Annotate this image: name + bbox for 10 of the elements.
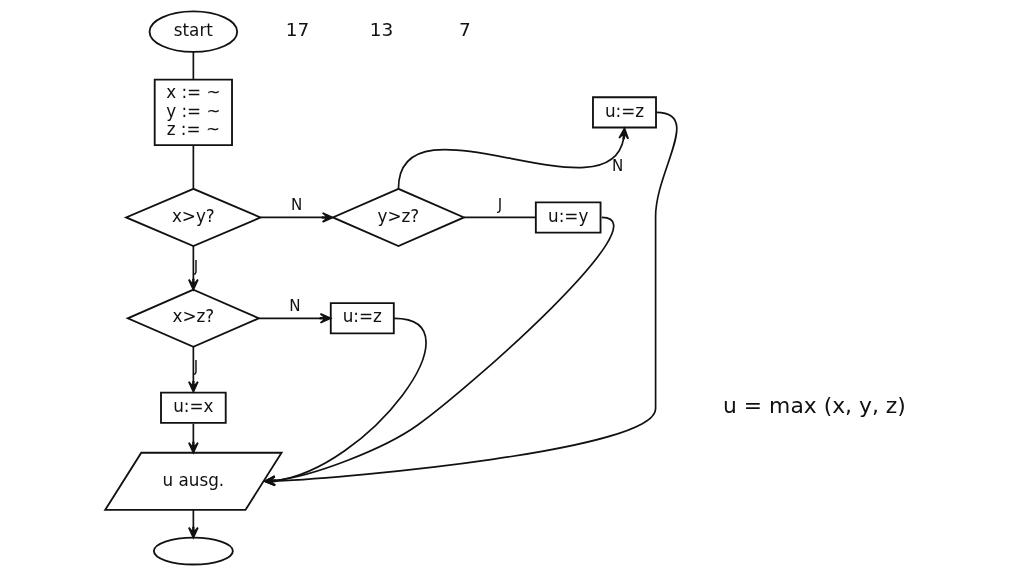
edge-label: J (193, 257, 199, 276)
edge-label: N (612, 156, 624, 175)
edge-label: J (497, 196, 503, 215)
label: 7 (458, 19, 471, 41)
edge-label: N (289, 297, 301, 316)
label: 17 (285, 19, 310, 41)
edge-label: J (193, 358, 199, 377)
label: u = max (x, y, z) (723, 393, 906, 419)
edge-label: N (291, 196, 303, 215)
label: 13 (369, 19, 394, 41)
